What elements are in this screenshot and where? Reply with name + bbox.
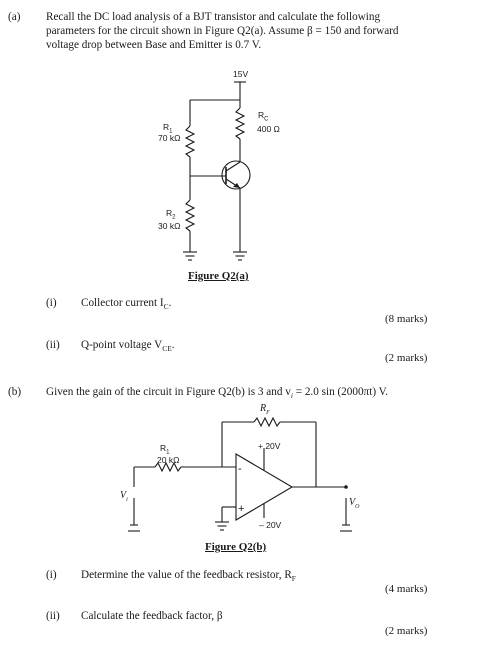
part-b-ii-marks: (2 marks) (385, 625, 428, 637)
part-a-i-marks: (8 marks) (385, 313, 428, 325)
opamp-minus-sign: - (238, 463, 242, 475)
vo-node (344, 485, 348, 489)
r1b-value: 20 kΩ (157, 455, 180, 465)
supply-label: 15V (233, 69, 249, 79)
r1-input-resistor (154, 461, 182, 473)
rc-label: RC (258, 110, 269, 123)
part-b-question: Given the gain of the circuit in Figure … (46, 386, 389, 401)
vplus-label: + 20V (258, 441, 281, 451)
vo-label: VO (349, 497, 360, 510)
figure-q2b-circuit: - + (128, 416, 352, 532)
part-b-ii-text: Calculate the feedback factor, β (81, 610, 223, 622)
part-b-i-text: Determine the value of the feedback resi… (81, 569, 296, 584)
part-a-question-line-2: parameters for the circuit shown in Figu… (46, 25, 399, 37)
figure-q2a-circuit (183, 81, 251, 261)
r2-label: R2 (166, 208, 176, 221)
part-b-i-marks: (4 marks) (385, 583, 428, 595)
vi-label: Vi (120, 490, 128, 503)
part-b-i-label: (i) (46, 569, 57, 581)
r1-label: R1 (163, 122, 173, 135)
bjt-transistor (221, 160, 251, 190)
r1-resistor (184, 125, 196, 158)
rf-label: RF (260, 403, 270, 416)
vminus-label: – 20V (259, 520, 282, 530)
figure-q2a-caption: Figure Q2(a) (188, 270, 249, 282)
part-a-ii-marks: (2 marks) (385, 352, 428, 364)
opamp-plus-sign: + (238, 503, 244, 515)
r1b-label: R1 (160, 443, 170, 456)
rc-resistor (234, 107, 246, 140)
part-a-question-line-1: Recall the DC load analysis of a BJT tra… (46, 11, 381, 23)
rc-value: 400 Ω (257, 124, 280, 134)
part-b-ii-label: (ii) (46, 610, 60, 622)
part-a-i-text: Collector current IC. (81, 297, 172, 312)
rf-resistor (253, 416, 281, 428)
r1-value: 70 kΩ (158, 133, 181, 143)
r2-resistor (184, 199, 196, 232)
part-a-ii-text: Q-point voltage VCE. (81, 339, 175, 354)
part-b-label: (b) (8, 386, 22, 398)
figure-q2b-caption: Figure Q2(b) (205, 541, 267, 553)
part-a-label: (a) (8, 11, 21, 23)
r2-value: 30 kΩ (158, 221, 181, 231)
op-amp (235, 453, 294, 521)
part-a-i-label: (i) (46, 297, 57, 309)
part-a-question-line-3: voltage drop between Base and Emitter is… (46, 39, 262, 51)
part-a-question: Recall the DC load analysis of a BJT tra… (46, 10, 471, 52)
part-a-ii-label: (ii) (46, 339, 60, 351)
